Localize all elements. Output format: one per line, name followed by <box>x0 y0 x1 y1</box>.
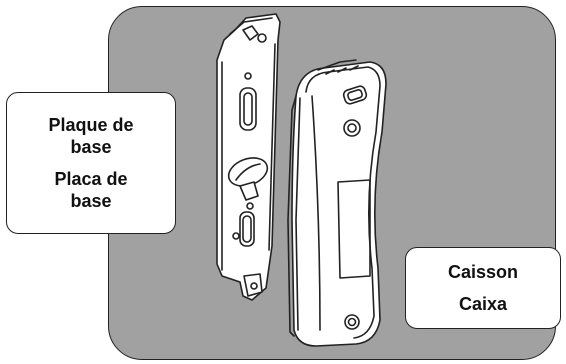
base-plate-label-french: Plaque de base <box>36 114 146 158</box>
base-plate-drawing <box>217 14 280 300</box>
base-plate-label-portuguese: Placa de base <box>36 168 146 212</box>
housing-label-portuguese: Caixa <box>459 293 507 315</box>
housing-label-french: Caisson <box>448 261 518 283</box>
housing-drawing <box>288 60 386 346</box>
housing-label-box: Caisson Caixa <box>405 247 561 329</box>
base-plate-label-box: Plaque de base Placa de base <box>6 92 176 234</box>
